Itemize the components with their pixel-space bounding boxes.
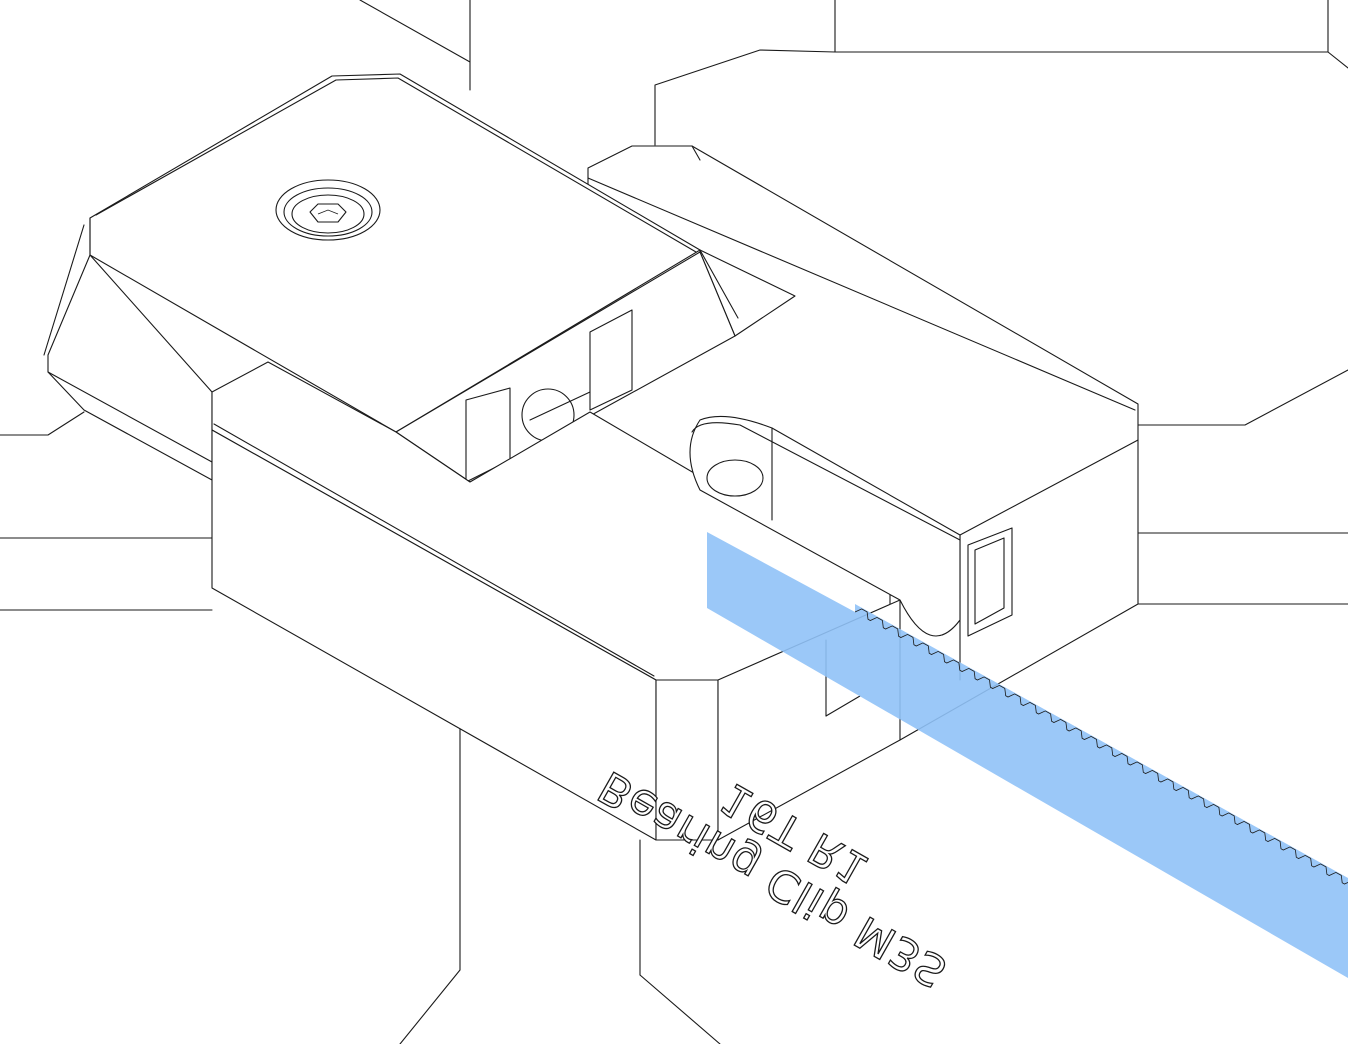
clamp-block bbox=[43, 73, 796, 483]
hex-socket-icon bbox=[309, 203, 347, 223]
belt-teeth bbox=[854, 608, 1348, 885]
belt-strip[interactable] bbox=[707, 532, 1348, 978]
cap-screw bbox=[275, 179, 381, 241]
timing-belt[interactable] bbox=[707, 532, 1348, 978]
